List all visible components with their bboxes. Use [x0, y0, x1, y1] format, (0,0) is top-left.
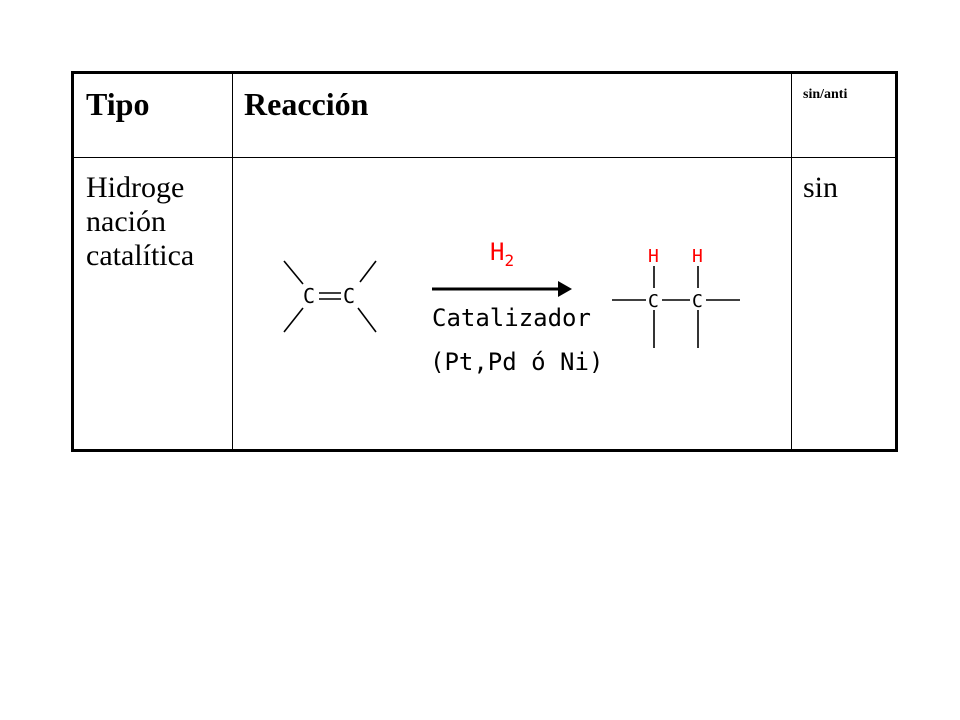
reaction-table: Tipo Reacción sin/anti Hidroge nación ca… — [71, 71, 898, 452]
bond-line — [357, 307, 377, 333]
product-hydrogen-1: H — [648, 246, 659, 267]
reaction-arrow — [432, 281, 572, 297]
bond-line — [283, 307, 304, 333]
alkene-reactant — [283, 260, 377, 333]
product-carbon-1: C — [648, 291, 659, 312]
header-stereo: sin/anti — [803, 87, 848, 102]
header-type: Tipo — [86, 86, 150, 122]
alkane-product — [612, 266, 740, 348]
reagent-hydrogen: H2 — [490, 238, 514, 270]
reactant-carbon-right: C — [343, 284, 355, 308]
reaction-scheme: C C H2 Catalizador (Pt,Pd ó Ni) H H C C — [283, 238, 740, 376]
cell-reaction-type-line: nación — [86, 205, 166, 238]
cell-reaction-type-line: catalítica — [86, 239, 195, 272]
table-column-divider-2 — [791, 74, 792, 449]
bond-line — [283, 260, 304, 285]
table-row-divider — [74, 157, 895, 158]
product-carbon-2: C — [692, 291, 703, 312]
catalyst-label: Catalizador — [432, 304, 591, 332]
arrow-head-icon — [558, 281, 572, 297]
bond-line — [359, 260, 377, 283]
reactant-carbon-left: C — [303, 284, 315, 308]
catalyst-metals: (Pt,Pd ó Ni) — [430, 348, 603, 376]
cell-reaction-type: Hidroge nación catalítica — [86, 171, 226, 273]
cell-reaction-type-line: Hidroge — [86, 171, 185, 204]
table-column-divider-1 — [232, 74, 233, 449]
cell-stereochemistry: sin — [803, 171, 839, 204]
header-reaction: Reacción — [244, 86, 369, 122]
product-hydrogen-2: H — [692, 246, 703, 267]
